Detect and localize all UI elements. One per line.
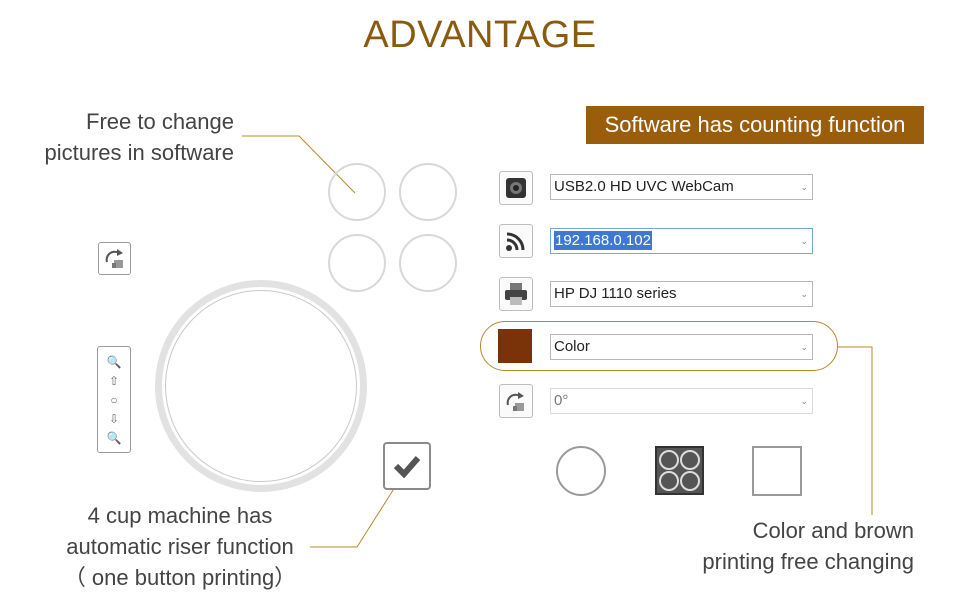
- color-highlight: [480, 321, 838, 371]
- rotation-icon-box: [499, 384, 533, 418]
- color-note-line1: Color and brown: [752, 518, 914, 543]
- cup-preview-circle[interactable]: [155, 280, 367, 492]
- chevron-down-icon: ⌄: [800, 182, 808, 192]
- rotation-select[interactable]: 0° ⌄: [550, 388, 813, 414]
- checkmark-icon: [393, 456, 421, 479]
- zoom-out-icon[interactable]: 🔍: [106, 431, 122, 445]
- pictures-note: Free to change pictures in software: [30, 106, 234, 168]
- move-down-icon[interactable]: ⇩: [108, 412, 120, 426]
- zoom-in-icon[interactable]: 🔍: [106, 355, 122, 369]
- network-icon-box: [499, 224, 533, 258]
- picture-slot-2[interactable]: [399, 163, 457, 221]
- move-up-icon[interactable]: ⇧: [108, 374, 120, 388]
- rotate-button[interactable]: [98, 242, 131, 275]
- color-select[interactable]: Color ⌄: [550, 334, 813, 360]
- color-note-line2: printing free changing: [702, 549, 914, 574]
- wifi-icon: [506, 232, 525, 251]
- riser-note-line1: 4 cup machine has: [87, 503, 273, 528]
- ip-value: 192.168.0.102: [554, 231, 652, 250]
- counting-banner: Software has counting function: [586, 106, 924, 144]
- print-check-button[interactable]: [383, 442, 431, 490]
- ip-select[interactable]: 192.168.0.102 ⌄: [550, 228, 813, 254]
- chevron-down-icon: ⌄: [800, 236, 808, 246]
- pictures-note-line2: pictures in software: [44, 140, 234, 165]
- four-cup-icon: [659, 450, 700, 491]
- shape-circle-option[interactable]: [556, 446, 606, 496]
- chevron-down-icon: ⌄: [800, 289, 808, 299]
- riser-note-line3: （ one button printing）: [63, 565, 297, 590]
- zoom-toolbar: 🔍 ⇧ ○ ⇩ 🔍: [97, 346, 131, 453]
- webcam-icon: [506, 178, 526, 198]
- camera-select[interactable]: USB2.0 HD UVC WebCam ⌄: [550, 174, 813, 200]
- camera-icon-box: [499, 171, 533, 205]
- pictures-note-line1: Free to change: [86, 109, 234, 134]
- color-note: Color and brown printing free changing: [660, 515, 914, 577]
- riser-note-line2: automatic riser function: [66, 534, 294, 559]
- picture-slot-1[interactable]: [328, 163, 386, 221]
- chevron-down-icon: ⌄: [800, 396, 808, 406]
- printer-icon: [505, 283, 527, 305]
- shape-four-cup-option[interactable]: [655, 446, 704, 495]
- center-icon[interactable]: ○: [110, 393, 118, 407]
- color-swatch[interactable]: [498, 329, 532, 363]
- shape-square-option[interactable]: [752, 446, 802, 496]
- printer-select[interactable]: HP DJ 1110 series ⌄: [550, 281, 813, 307]
- riser-note: 4 cup machine has automatic riser functi…: [55, 500, 305, 593]
- rotate-icon: [105, 249, 123, 268]
- rotate-icon: [506, 392, 524, 411]
- picture-slot-3[interactable]: [328, 234, 386, 292]
- printer-value: HP DJ 1110 series: [554, 285, 677, 302]
- camera-value: USB2.0 HD UVC WebCam: [554, 178, 734, 195]
- picture-slot-4[interactable]: [399, 234, 457, 292]
- rotation-value: 0°: [554, 392, 569, 409]
- printer-icon-box: [499, 277, 533, 311]
- color-value: Color: [554, 338, 590, 355]
- page-title: ADVANTAGE: [363, 14, 597, 56]
- chevron-down-icon: ⌄: [800, 342, 808, 352]
